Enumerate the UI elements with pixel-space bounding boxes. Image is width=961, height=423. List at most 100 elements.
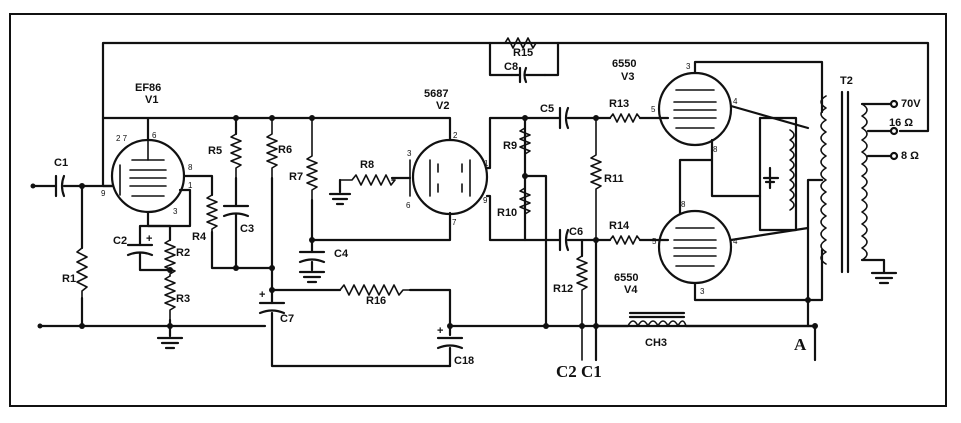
v1-grid-wire [101, 116, 114, 188]
r2-label: R2 [176, 247, 190, 259]
v4-tube [657, 209, 733, 285]
tap-70v-terminal [889, 99, 899, 109]
svg-text:8: 8 [681, 200, 686, 209]
v1-k-wire [168, 188, 192, 228]
v2-out-wire [485, 116, 527, 242]
c1-input-label: C1 [54, 157, 68, 169]
r10-label: R10 [497, 207, 517, 219]
c1-input-capacitor [54, 174, 66, 198]
r11-resistor [590, 117, 602, 241]
v2-type-label: 5687 [424, 88, 448, 100]
r14-resistor [609, 235, 641, 245]
r1-resistor [76, 247, 88, 299]
c7-label: C7 [280, 313, 294, 325]
c2-wire [138, 224, 172, 272]
svg-text:4: 4 [733, 237, 738, 246]
r13-resistor [609, 113, 641, 123]
svg-text:6: 6 [406, 201, 411, 210]
v4-cathode-wire [678, 158, 714, 216]
r8-label: R8 [360, 159, 374, 171]
r16-label: R16 [366, 295, 386, 307]
r15-c8-network [488, 41, 560, 77]
c18-label: C18 [454, 355, 474, 367]
ch3-label: CH3 [645, 337, 667, 349]
t2-label: T2 [840, 75, 853, 87]
r9-label: R9 [503, 140, 517, 152]
svg-text:5: 5 [652, 237, 657, 246]
r5-resistor [230, 133, 242, 179]
r2-resistor [164, 239, 176, 277]
tap-8-terminal [889, 151, 899, 161]
v1-tube [110, 138, 186, 214]
ground-c4-icon [298, 270, 326, 284]
svg-text:4: 4 [733, 97, 738, 106]
c3-label: C3 [240, 223, 254, 235]
r15-label: R15 [513, 47, 533, 59]
r1-label: R1 [62, 273, 76, 285]
r9-resistor [519, 127, 531, 163]
v1-plate-wire [101, 116, 314, 142]
v4-ref-label: V4 [624, 284, 638, 296]
c7-capacitor [258, 301, 286, 315]
schematic-border [9, 13, 947, 407]
c3-capacitor [222, 204, 250, 218]
r3-resistor [164, 275, 176, 321]
ground-v1-icon [156, 336, 184, 350]
tap-16-label: 16 Ω [889, 117, 913, 129]
v4-type-label: 6550 [614, 272, 638, 284]
r8-resistor [339, 174, 396, 186]
svg-text:+: + [146, 233, 152, 245]
r3-label: R3 [176, 293, 190, 305]
c6-capacitor [558, 228, 570, 252]
svg-text:1: 1 [484, 159, 489, 168]
c2-label: C2 [113, 235, 127, 247]
v3-type-label: 6550 [612, 58, 636, 70]
v2-tube [409, 138, 489, 216]
c4-label: C4 [334, 248, 349, 260]
c5-capacitor [558, 106, 570, 130]
v3-plate-wire [693, 60, 824, 114]
svg-text:2: 2 [453, 131, 458, 140]
svg-text:8: 8 [713, 145, 718, 154]
v1-screen-wire [182, 174, 214, 197]
r6-label: R6 [278, 144, 292, 156]
r8-wire [338, 176, 412, 194]
ch3-choke [627, 320, 687, 327]
b-plus-wire [806, 178, 824, 362]
r4-resistor [206, 194, 218, 233]
svg-text:8: 8 [188, 163, 193, 172]
tap-70v-label: 70V [901, 98, 921, 110]
c2-capacitor [126, 243, 154, 257]
r12-label: R12 [553, 283, 573, 295]
svg-text:1: 1 [188, 181, 193, 190]
r6-resistor [266, 117, 278, 179]
r15-resistor [504, 37, 537, 49]
v1-type-label: EF86 [135, 82, 161, 94]
v1-ref-label: V1 [145, 94, 158, 106]
tap-16-terminal [889, 126, 899, 136]
annotation-a: A [794, 335, 807, 354]
v3-ref-label: V3 [621, 71, 634, 83]
c5-label: C5 [540, 103, 554, 115]
svg-text:3: 3 [173, 207, 178, 216]
annotation-c2-c1: C2 C1 [556, 362, 602, 381]
svg-text:+: + [259, 289, 265, 301]
c6-label: C6 [569, 226, 583, 238]
svg-text:5: 5 [651, 105, 656, 114]
r5-label: R5 [208, 145, 222, 157]
svg-text:3: 3 [686, 62, 691, 71]
r10-resistor [519, 187, 531, 223]
svg-text:+: + [437, 325, 443, 337]
c18-capacitor [436, 336, 464, 350]
svg-text:7: 7 [452, 218, 457, 227]
feedback-rail [101, 41, 930, 133]
r13-label: R13 [609, 98, 629, 110]
v3-cathode-wire [710, 138, 762, 198]
r4-label: R4 [192, 231, 207, 243]
svg-text:3: 3 [700, 287, 705, 296]
r16-wire [270, 288, 452, 337]
svg-text:3: 3 [407, 149, 412, 158]
ground-r8-icon [328, 192, 352, 206]
r12-resistor [576, 255, 588, 361]
